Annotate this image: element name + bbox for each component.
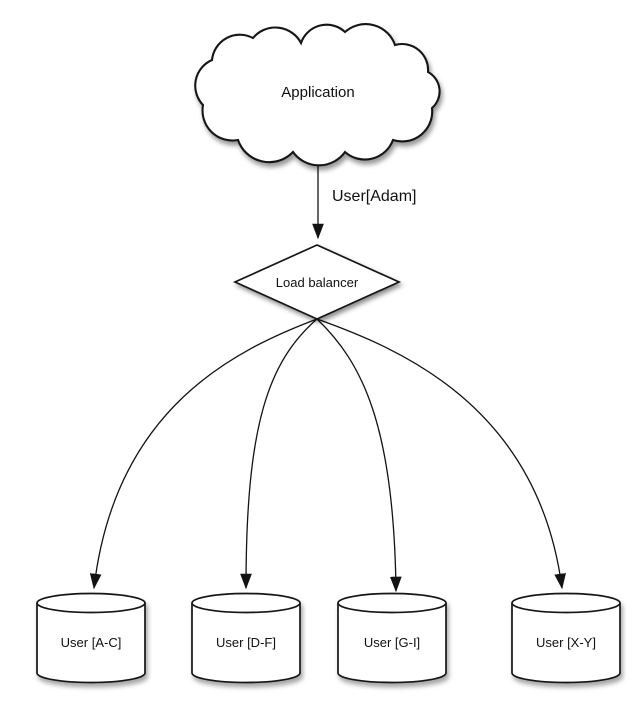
application-cloud-node: Application — [194, 23, 441, 167]
cylinder-body — [191, 603, 301, 684]
shard-a-c-label: User [A-C] — [61, 635, 122, 650]
cylinder-body — [337, 603, 447, 684]
shard-g-i-label: User [G-I] — [364, 635, 420, 650]
lb-to-shard-a-c-arrow — [89, 318, 318, 590]
cylinder-top-rim — [337, 592, 447, 614]
cylinder-body — [511, 603, 621, 684]
cylinder-top-rim — [36, 592, 146, 614]
application-label: Application — [281, 84, 354, 101]
database-cylinder-shard-x-y: User [X-Y] — [511, 592, 621, 684]
lb-to-shard-g-i-arrow — [316, 318, 402, 593]
diamond-icon — [232, 244, 402, 320]
cloud-icon — [194, 23, 441, 167]
database-cylinder-shard-d-f: User [D-F] — [191, 592, 301, 684]
load-balancer-label: Load balancer — [276, 275, 359, 290]
database-cylinder-shard-g-i: User [G-I] — [337, 592, 447, 684]
lb-to-shard-d-f-arrow — [240, 318, 318, 590]
cylinder-top-rim — [511, 592, 621, 614]
cylinder-top-rim — [191, 592, 301, 614]
lb-to-shard-x-y-arrow — [316, 318, 566, 590]
load-balancer-node: Load balancer — [232, 244, 402, 320]
shard-x-y-label: User [X-Y] — [536, 635, 596, 650]
edge-label-user-adam: User[Adam] — [332, 188, 416, 205]
database-cylinder-shard-a-c: User [A-C] — [36, 592, 146, 684]
shard-d-f-label: User [D-F] — [216, 635, 276, 650]
cylinder-body — [36, 603, 146, 684]
